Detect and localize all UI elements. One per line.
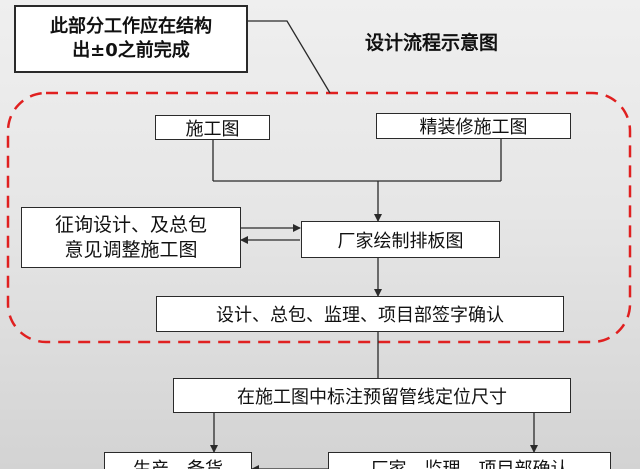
note-line-1: 此部分工作应在结构 bbox=[50, 16, 212, 37]
box-mark-pipelines: 在施工图中标注预留管线定位尺寸 bbox=[173, 378, 571, 413]
note-line-2: 出±0之前完成 bbox=[72, 40, 190, 61]
box-bottom-left: 生产、备货 bbox=[104, 452, 252, 469]
box-construction-drawing: 施工图 bbox=[155, 115, 270, 140]
box-sign-confirm: 设计、总包、监理、项目部签字确认 bbox=[156, 296, 564, 332]
bottom-right-label: 厂家、监理、项目部确认 bbox=[371, 453, 569, 469]
box-finishing-drawing: 精装修施工图 bbox=[376, 113, 571, 139]
box-consult: 征询设计、及总包 意见调整施工图 bbox=[21, 207, 241, 268]
box-manufacturer-layout: 厂家绘制排板图 bbox=[301, 221, 500, 258]
note-box: 此部分工作应在结构 出±0之前完成 bbox=[14, 5, 248, 73]
box-bottom-right: 厂家、监理、项目部确认 bbox=[328, 452, 611, 469]
bottom-left-label: 生产、备货 bbox=[133, 453, 223, 469]
diagram-title: 设计流程示意图 bbox=[365, 32, 499, 54]
note-callout-line bbox=[248, 20, 331, 94]
dashed-region bbox=[6, 91, 632, 344]
consult-line-2: 意见调整施工图 bbox=[64, 238, 198, 261]
consult-line-1: 征询设计、及总包 bbox=[54, 213, 207, 236]
